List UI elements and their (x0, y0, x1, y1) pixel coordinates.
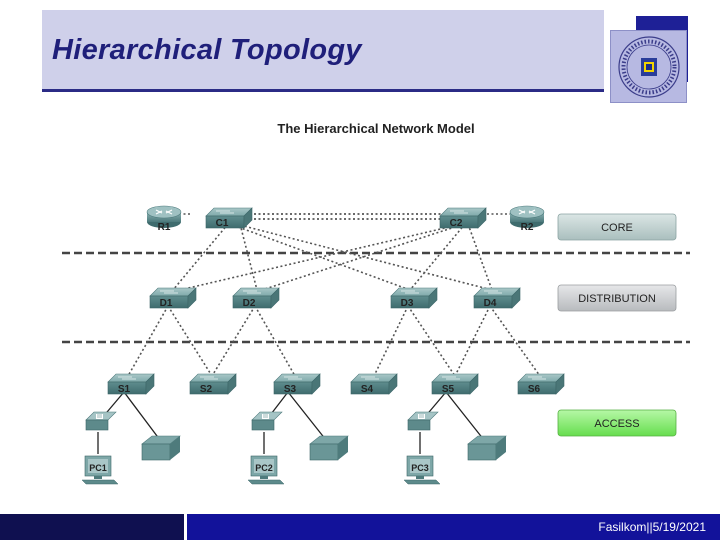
ip-phone-icon (407, 411, 439, 431)
switch-label-d4: D4 (484, 298, 497, 309)
switch-icon (205, 207, 253, 229)
switch-label-s5: S5 (442, 384, 455, 395)
pc-label-pc1: PC1 (89, 463, 107, 473)
printer-icon (309, 435, 349, 461)
core-layer-box (557, 213, 677, 241)
pc-label-pc3: PC3 (411, 463, 429, 473)
switch-label-s4: S4 (361, 384, 374, 395)
switch-label-s1: S1 (118, 384, 131, 395)
footer-text: Fasilkom||5/19/2021 (598, 520, 706, 534)
switch-label-s2: S2 (200, 384, 213, 395)
switch-icon (431, 373, 479, 395)
core-layer-label: CORE (601, 222, 633, 234)
switch-icon (273, 373, 321, 395)
switch-icon (473, 287, 521, 309)
switch-icon (232, 287, 280, 309)
distribution-layer-label: DISTRIBUTION (578, 293, 656, 305)
footer-left-bar (0, 514, 184, 540)
title-rule (42, 89, 604, 92)
printer-icon (141, 435, 181, 461)
network-links (127, 213, 541, 377)
switch-icon (189, 373, 237, 395)
slide-title: Hierarchical Topology (52, 34, 362, 66)
diagram-heading: The Hierarchical Network Model (277, 121, 474, 136)
switch-label-s6: S6 (528, 384, 541, 395)
switch-label-s3: S3 (284, 384, 297, 395)
title-band (42, 10, 604, 90)
ip-phone-icon (251, 411, 283, 431)
access-layer-label: ACCESS (594, 418, 639, 430)
access-layer-box (557, 409, 677, 437)
switch-icon (517, 373, 565, 395)
switch-label-c1: C1 (216, 218, 229, 229)
footer-right-bar (187, 514, 720, 540)
router-label-r2: R2 (521, 222, 534, 233)
router-label-r1: R1 (158, 222, 171, 233)
switch-icon (107, 373, 155, 395)
switch-label-d2: D2 (243, 298, 256, 309)
switch-label-d1: D1 (160, 298, 173, 309)
university-seal-icon (610, 30, 687, 103)
switch-icon (149, 287, 197, 309)
switch-label-d3: D3 (401, 298, 414, 309)
switch-icon (439, 207, 487, 229)
ip-phone-icon (85, 411, 117, 431)
switch-label-c2: C2 (450, 218, 463, 229)
switch-icon (390, 287, 438, 309)
pc-label-pc2: PC2 (255, 463, 273, 473)
switch-icon (350, 373, 398, 395)
printer-icon (467, 435, 507, 461)
distribution-layer-box (557, 284, 677, 312)
